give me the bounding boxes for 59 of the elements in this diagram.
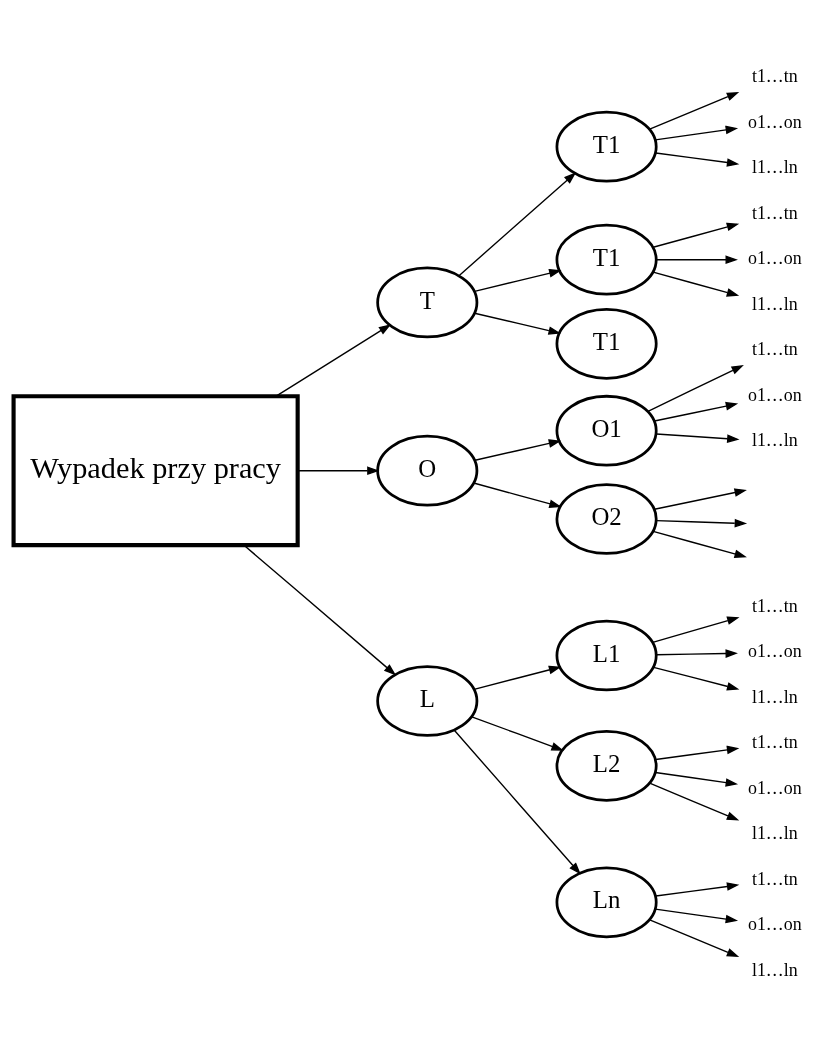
arrow: [654, 771, 739, 787]
node-text: o1…on: [747, 111, 802, 132]
arrow: [649, 918, 740, 957]
arrow: [647, 364, 744, 412]
arrow: [649, 91, 740, 130]
arrow: [652, 270, 740, 297]
arrow: [655, 648, 738, 658]
arrow: [654, 907, 739, 923]
arrow: [655, 518, 748, 528]
arrow: [655, 745, 740, 760]
node-ellipse: T1: [555, 223, 658, 296]
node-ellipse: Ln: [555, 866, 658, 938]
arrow: [473, 268, 562, 292]
arrow: [473, 665, 562, 690]
arrow: [453, 729, 581, 875]
node-text: o1…on: [747, 247, 802, 268]
node-text: t1…tn: [751, 65, 798, 86]
node-box: Wypadek przy pracy: [11, 393, 300, 547]
node-text: l1…ln: [751, 686, 798, 707]
node-text: l1…ln: [751, 959, 798, 980]
node-ellipse: O2: [555, 482, 658, 555]
node-text: o1…on: [747, 913, 802, 934]
arrow: [471, 715, 564, 751]
node-text: t1…tn: [751, 338, 798, 359]
arrow: [243, 544, 397, 676]
arrow: [474, 438, 562, 461]
node-ellipse: O1: [555, 394, 658, 467]
arrow: [654, 125, 739, 141]
node-text: o1…on: [747, 640, 802, 661]
node-text: l1…ln: [751, 293, 798, 314]
arrow: [275, 323, 392, 397]
arrow: [653, 487, 747, 510]
node-text: l1…ln: [751, 429, 798, 450]
node-text: o1…on: [747, 777, 802, 798]
node-ellipse: L1: [555, 619, 658, 691]
arrow: [649, 782, 740, 821]
arrow: [655, 432, 740, 443]
arrow: [652, 222, 740, 248]
arrow: [652, 530, 747, 558]
node-text: t1…tn: [751, 868, 798, 889]
arrow: [655, 254, 738, 264]
arrow: [652, 666, 740, 691]
node-text: l1…ln: [751, 822, 798, 843]
arrow: [473, 481, 562, 508]
arrow: [653, 401, 739, 422]
node-ellipse: T1: [555, 307, 658, 380]
node-text: t1…tn: [751, 731, 798, 752]
arrow: [458, 171, 577, 276]
arrow: [655, 151, 740, 167]
node-ellipse: L2: [555, 729, 658, 802]
arrow: [473, 312, 561, 335]
arrow: [655, 881, 740, 897]
node-text: t1…tn: [751, 202, 798, 223]
node-ellipse: O: [376, 434, 479, 507]
node-text: o1…on: [747, 384, 802, 405]
node-text: l1…ln: [751, 156, 798, 177]
arrow: [297, 465, 380, 475]
node-text: t1…tn: [751, 595, 798, 616]
arrow: [652, 615, 740, 643]
